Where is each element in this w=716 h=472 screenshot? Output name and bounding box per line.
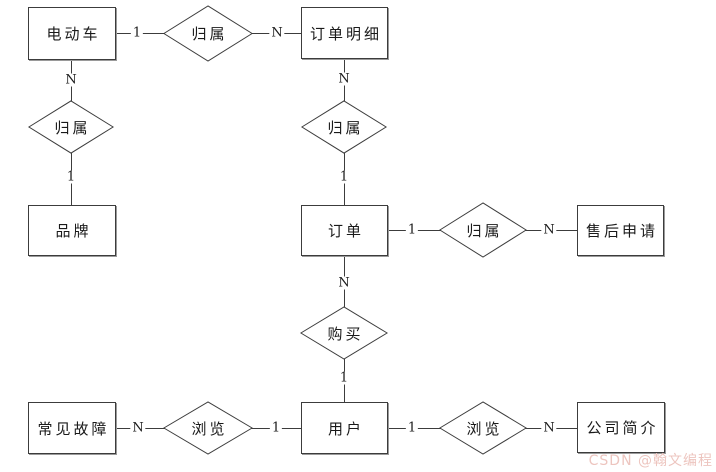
cardinality-label-many: N	[541, 420, 557, 436]
entity-label: 售后申请	[585, 222, 658, 240]
relationship-label: 浏览	[466, 419, 503, 438]
watermark: CSDN @翰文编程	[588, 453, 713, 469]
relationship-label: 归属	[327, 118, 364, 137]
relationship-label: 浏览	[191, 419, 228, 438]
entity-common-faults: 常见故障	[28, 402, 116, 454]
cardinality-label-one: 1	[337, 370, 351, 386]
entity-label: 电动车	[46, 25, 101, 43]
entity-label: 常见故障	[37, 419, 110, 438]
cardinality-label-one: 1	[64, 169, 78, 185]
relationship-label: 购买	[327, 324, 364, 343]
relationship-belongs-to-right: 归属	[439, 202, 527, 258]
cardinality-label-many: N	[130, 420, 146, 436]
relationship-label: 归属	[191, 25, 228, 43]
relationship-browse-left: 浏览	[163, 401, 253, 455]
entity-electric-vehicle: 电动车	[28, 7, 116, 60]
entity-user: 用户	[301, 402, 388, 454]
relationship-purchase: 购买	[300, 306, 388, 360]
relationship-label: 归属	[466, 221, 503, 240]
entity-company-profile: 公司简介	[577, 402, 665, 453]
cardinality-label-many: N	[63, 72, 79, 88]
entity-label: 订单明细	[309, 24, 382, 43]
cardinality-label-many: N	[336, 71, 352, 87]
cardinality-label-one: 1	[405, 420, 419, 436]
diamond-shape	[439, 401, 527, 455]
entity-label: 公司简介	[586, 419, 659, 437]
diamond-shape	[300, 306, 388, 360]
relationship-browse-right: 浏览	[439, 401, 527, 455]
cardinality-label-one: 1	[130, 25, 144, 41]
diamond-shape	[163, 401, 253, 455]
relationship-belongs-to-left: 归属	[28, 100, 114, 154]
diamond-shape	[439, 202, 527, 258]
relationship-belongs-to-top: 归属	[163, 5, 253, 62]
entity-label: 订单	[327, 222, 364, 240]
diamond-shape	[28, 100, 114, 154]
relationship-label: 归属	[54, 118, 91, 137]
entity-order: 订单	[301, 205, 388, 256]
entity-label: 用户	[327, 419, 364, 438]
cardinality-label-many: N	[541, 222, 557, 238]
entity-after-sales-request: 售后申请	[577, 205, 664, 256]
cardinality-label-many: N	[336, 275, 352, 291]
relationship-belongs-to-center: 归属	[301, 100, 387, 154]
entity-order-detail: 订单明细	[301, 7, 388, 59]
cardinality-label-one: 1	[405, 222, 419, 238]
cardinality-label-many: N	[269, 25, 285, 41]
diamond-shape	[301, 100, 387, 154]
entity-brand: 品牌	[28, 205, 116, 256]
cardinality-label-one: 1	[337, 169, 351, 185]
cardinality-label-one: 1	[269, 420, 283, 436]
diamond-shape	[163, 5, 253, 62]
entity-label: 品牌	[55, 222, 92, 240]
